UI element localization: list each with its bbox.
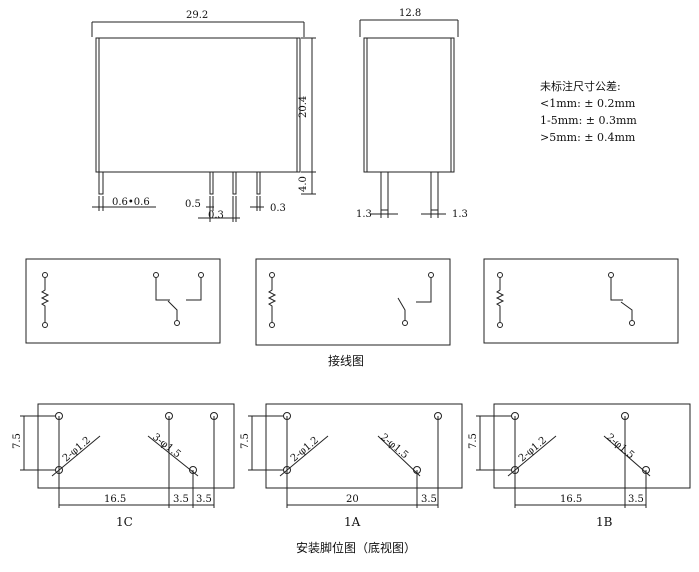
side-view: [359, 19, 459, 218]
wiring-1a-frame: [255, 258, 451, 346]
tolerance-note: 未标注尺寸公差: <1mm: ± 0.2mm 1-5mm: ± 0.3mm >5…: [540, 79, 637, 144]
mount-1c-labels: 7.5 2-φ1.2 3-φ1.5 16.5 3.5 3.5 1C: [12, 432, 212, 529]
coil-symbol: [267, 278, 277, 322]
layout-label: 1A: [344, 515, 361, 529]
row-pitch-label: 7.5: [12, 433, 23, 449]
front-pin-right: [256, 171, 261, 195]
mount-1a-labels: 7.5 2-φ1.2 2-φ1.5 20 3.5 1A: [240, 432, 437, 529]
switch-arm: [620, 301, 633, 320]
side-body-outline: [363, 37, 455, 173]
front-dimension-labels: 29.2 20.4 4.0 0.6•0.6 0.5 0.3 0.3: [112, 10, 309, 221]
wiring-1c-frame: [25, 258, 221, 344]
row-pitch-label: 7.5: [468, 433, 479, 449]
mount-1b-frame: [493, 403, 691, 489]
front-view: [91, 21, 316, 222]
mount-1a-frame: [265, 403, 463, 489]
side-pin-right: [430, 171, 439, 211]
front-pin-mid2: [232, 171, 237, 195]
dim-end-label: 3.5: [196, 494, 212, 505]
hole-b-label: 2-φ1.5: [378, 432, 410, 461]
dim-mid-label: 3.5: [173, 494, 189, 505]
wiring-1a: [255, 258, 451, 346]
layout-label: 1B: [596, 515, 613, 529]
tolerance-line-1: <1mm: ± 0.2mm: [540, 97, 636, 110]
wiring-caption: 接线图: [328, 353, 364, 368]
tolerance-line-3: >5mm: ± 0.4mm: [540, 131, 636, 144]
hole-b-label: 3-φ1.5: [150, 432, 183, 461]
side-width-label: 12.8: [399, 8, 421, 19]
pin-gap-c-label: 0.3: [270, 203, 286, 214]
hole-a-label: 2-φ1.2: [517, 435, 549, 464]
layout-label: 1C: [116, 515, 133, 529]
dim-main-label: 16.5: [560, 494, 582, 505]
mount-1b: [476, 403, 691, 508]
front-height-label: 20.4: [298, 96, 309, 118]
mount-1c-frame: [37, 403, 235, 489]
side-pin-left-label: 1.3: [356, 209, 372, 220]
wiring-1b-frame: [483, 258, 679, 344]
side-dimension-labels: 12.8 1.3 1.3: [356, 8, 468, 220]
mount-1c: [20, 403, 235, 508]
wiring-1c: [25, 258, 221, 344]
tolerance-title: 未标注尺寸公差:: [540, 79, 621, 93]
front-width-label: 29.2: [186, 10, 208, 21]
dim-main-label: 16.5: [104, 494, 126, 505]
pin-gap-b-label: 0.3: [208, 210, 224, 221]
front-body-outline: [95, 37, 301, 173]
coil-symbol: [40, 278, 50, 322]
coil-symbol: [495, 278, 505, 322]
front-pin-left: [98, 171, 104, 195]
side-pin-right-label: 1.3: [452, 209, 468, 220]
wiring-1b: [483, 258, 679, 344]
switch-arm: [397, 297, 406, 320]
dim-end-label: 3.5: [628, 494, 644, 505]
hole-b-label: 2-φ1.5: [604, 432, 636, 461]
dim-main-label: 20: [346, 494, 359, 505]
pin-size-label: 0.6•0.6: [112, 197, 150, 208]
mounting-caption: 安装脚位图（底视图）: [296, 540, 416, 555]
dim-end-label: 3.5: [421, 494, 437, 505]
pin-height-label: 4.0: [298, 176, 309, 192]
mount-1a: [248, 403, 463, 508]
tolerance-line-2: 1-5mm: ± 0.3mm: [540, 114, 637, 127]
side-pin-left: [380, 171, 389, 211]
row-pitch-label: 7.5: [240, 433, 251, 449]
pin-gap-a-label: 0.5: [185, 199, 201, 210]
hole-a-label: 2-φ1.2: [61, 435, 93, 464]
hole-a-label: 2-φ1.2: [289, 435, 321, 464]
switch-arm: [167, 300, 178, 320]
front-pin-mid1: [209, 171, 214, 195]
